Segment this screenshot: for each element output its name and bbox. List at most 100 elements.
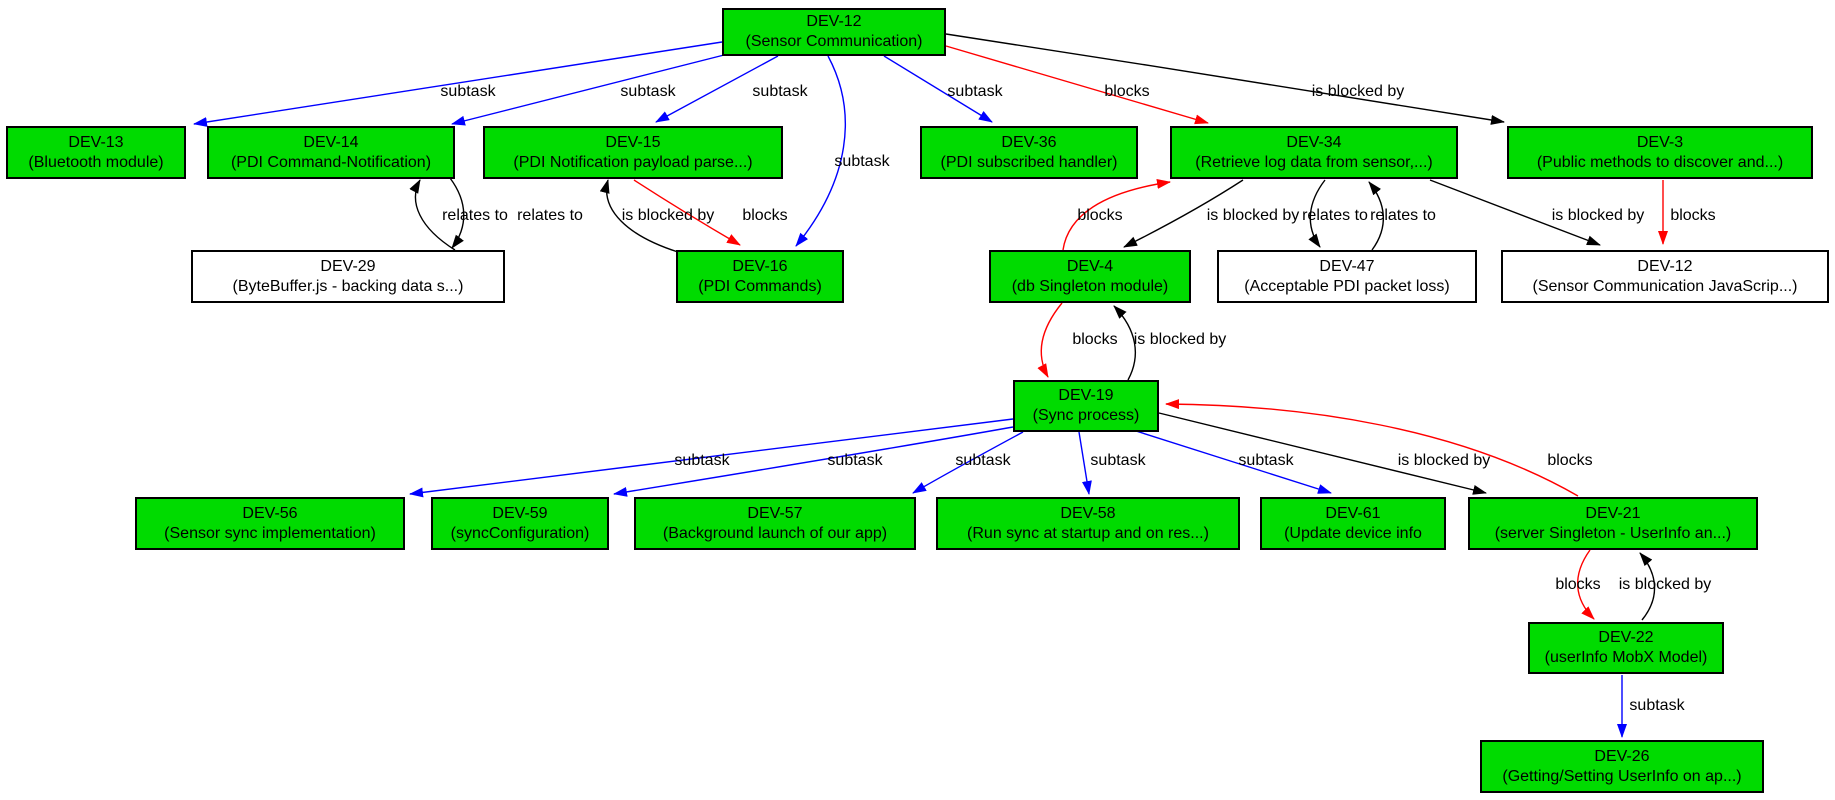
edge-dev12root-dev15 (655, 55, 779, 123)
node-dev-22[interactable]: DEV-22 (userInfo MobX Model) (1528, 622, 1724, 674)
edge-label-relates-to: relates to (517, 207, 583, 224)
node-dev-47[interactable]: DEV-47 (Acceptable PDI packet loss) (1217, 250, 1477, 303)
issue-summary: (Sensor sync implementation) (164, 524, 376, 542)
edge-dev19-dev61 (1135, 430, 1332, 494)
edge-dev4-dev19 (1037, 302, 1063, 378)
node-dev-58[interactable]: DEV-58 (Run sync at startup and on res..… (936, 497, 1240, 550)
edge-label-blocks: blocks (1547, 452, 1593, 469)
edge-label-is-blocked-by: is blocked by (1618, 576, 1712, 593)
node-dev-59[interactable]: DEV-59 (syncConfiguration) (431, 497, 609, 550)
node-dev-26[interactable]: DEV-26 (Getting/Setting UserInfo on ap..… (1480, 740, 1764, 793)
edge-label-is-blocked-by: is blocked by (1397, 452, 1491, 469)
edge-dev12root-dev14 (451, 53, 729, 126)
issue-key: DEV-47 (1319, 257, 1375, 275)
edge-dev21-dev22 (1577, 549, 1595, 620)
issue-key: DEV-57 (747, 504, 803, 522)
node-dev-13[interactable]: DEV-13 (Bluetooth module) (6, 126, 186, 179)
edge-dev21-dev19 (1165, 399, 1579, 497)
edge-label-subtask: subtask (827, 452, 883, 469)
edge-label-is-blocked-by: is blocked by (1551, 207, 1645, 224)
edge-label-subtask: subtask (1090, 452, 1146, 469)
issue-summary: (Sync process) (1032, 407, 1140, 424)
edge-dev19-dev57 (912, 431, 1024, 494)
edge-label-subtask: subtask (752, 83, 808, 100)
issue-summary: (Run sync at startup and on res...) (967, 524, 1209, 542)
node-dev-21[interactable]: DEV-21 (server Singleton - UserInfo an..… (1468, 497, 1758, 550)
edge-label-blocks: blocks (1555, 576, 1601, 593)
node-dev-61[interactable]: DEV-61 (Update device info (1260, 497, 1446, 550)
issue-key: DEV-36 (1001, 133, 1057, 151)
edge-label-subtask: subtask (947, 83, 1003, 100)
edge-label-is-blocked-by: is blocked by (1133, 331, 1227, 348)
issue-key: DEV-3 (1636, 133, 1684, 151)
node-dev-12-js[interactable]: DEV-12 (Sensor Communication JavaScrip..… (1501, 250, 1829, 303)
edge-dev16-dev15 (599, 179, 679, 253)
node-dev-3[interactable]: DEV-3 (Public methods to discover and...… (1507, 126, 1813, 179)
edge-label-blocks: blocks (1104, 83, 1150, 100)
issue-summary: (Sensor Communication) (745, 33, 923, 50)
issue-summary: (Getting/Setting UserInfo on ap...) (1502, 767, 1742, 785)
edge-dev12root-dev16 (795, 55, 846, 247)
edge-dev12root-dev3 (945, 33, 1505, 125)
issue-key: DEV-12 (806, 13, 862, 30)
edge-label-subtask: subtask (1238, 452, 1294, 469)
edge-label-subtask: subtask (620, 83, 676, 100)
node-dev-4[interactable]: DEV-4 (db Singleton module) (989, 250, 1191, 303)
issue-key: DEV-59 (492, 504, 548, 522)
node-dev-34[interactable]: DEV-34 (Retrieve log data from sensor,..… (1170, 126, 1458, 179)
edge-dev34-dev47 (1308, 179, 1326, 248)
issue-key: DEV-56 (242, 504, 298, 522)
issue-summary: (PDI Commands) (698, 277, 822, 295)
edge-label-is-blocked-by: is blocked by (621, 207, 715, 224)
edge-label-relates-to: relates to (1370, 207, 1436, 224)
issue-key: DEV-29 (320, 257, 376, 275)
issue-summary: (PDI Command-Notification) (230, 153, 432, 171)
edge-dev12root-dev36 (883, 55, 993, 123)
edge-label-subtask: subtask (674, 452, 730, 469)
edge-label-blocks: blocks (742, 207, 788, 224)
issue-summary: (Update device info (1284, 524, 1422, 542)
issue-summary: (Acceptable PDI packet loss) (1244, 277, 1450, 295)
node-dev-57[interactable]: DEV-57 (Background launch of our app) (634, 497, 916, 550)
edge-dev19-dev4 (1113, 305, 1137, 381)
node-dev-56[interactable]: DEV-56 (Sensor sync implementation) (135, 497, 405, 550)
node-dev-19[interactable]: DEV-19 (Sync process) (1013, 380, 1159, 432)
issue-summary: (userInfo MobX Model) (1544, 649, 1708, 666)
issue-summary: (db Singleton module) (1011, 277, 1169, 295)
node-dev-29[interactable]: DEV-29 (ByteBuffer.js - backing data s..… (191, 250, 505, 303)
edge-label-blocks: blocks (1072, 331, 1118, 348)
edge-dev12root-dev13 (193, 41, 723, 127)
issue-summary: (Sensor Communication JavaScrip...) (1532, 277, 1798, 295)
node-dev-36[interactable]: DEV-36 (PDI subscribed handler) (920, 126, 1138, 179)
edge-dev4-dev34 (1062, 178, 1171, 251)
issue-key: DEV-61 (1325, 504, 1381, 522)
edge-dev19-dev59 (613, 426, 1014, 497)
issue-summary: (Background launch of our app) (662, 524, 888, 542)
issue-summary: (syncConfiguration) (450, 524, 590, 542)
issue-summary: (Bluetooth module) (28, 153, 164, 171)
edge-label-is-blocked-by: is blocked by (1311, 83, 1405, 100)
edge-dev34-dev12js (1429, 179, 1601, 246)
issue-key: DEV-58 (1060, 504, 1116, 522)
edge-label-subtask: subtask (1629, 697, 1685, 714)
edge-label-subtask: subtask (440, 83, 496, 100)
edge-label-relates-to: relates to (442, 207, 508, 224)
issue-key: DEV-34 (1286, 133, 1342, 151)
issue-key: DEV-14 (303, 133, 359, 151)
edge-dev34-dev4 (1123, 179, 1244, 248)
edge-dev14-dev29 (449, 177, 465, 249)
node-dev-16[interactable]: DEV-16 (PDI Commands) (676, 250, 844, 303)
edge-dev29-dev14 (409, 179, 456, 251)
node-dev-14[interactable]: DEV-14 (PDI Command-Notification) (207, 126, 455, 179)
node-dev-15[interactable]: DEV-15 (PDI Notification payload parse..… (483, 126, 783, 179)
edge-dev19-dev58 (1078, 431, 1092, 495)
issue-key: DEV-16 (732, 257, 788, 275)
issue-key: DEV-12 (1637, 257, 1693, 275)
issue-summary: (PDI subscribed handler) (940, 153, 1118, 171)
issue-summary: (Retrieve log data from sensor,...) (1195, 153, 1433, 171)
issue-key: DEV-13 (68, 133, 124, 151)
edge-label-is-blocked-by: is blocked by (1206, 207, 1300, 224)
node-dev-12-root[interactable]: DEV-12 (Sensor Communication) (722, 8, 946, 56)
edge-label-subtask: subtask (955, 452, 1011, 469)
edge-dev22-dev21 (1639, 552, 1656, 621)
